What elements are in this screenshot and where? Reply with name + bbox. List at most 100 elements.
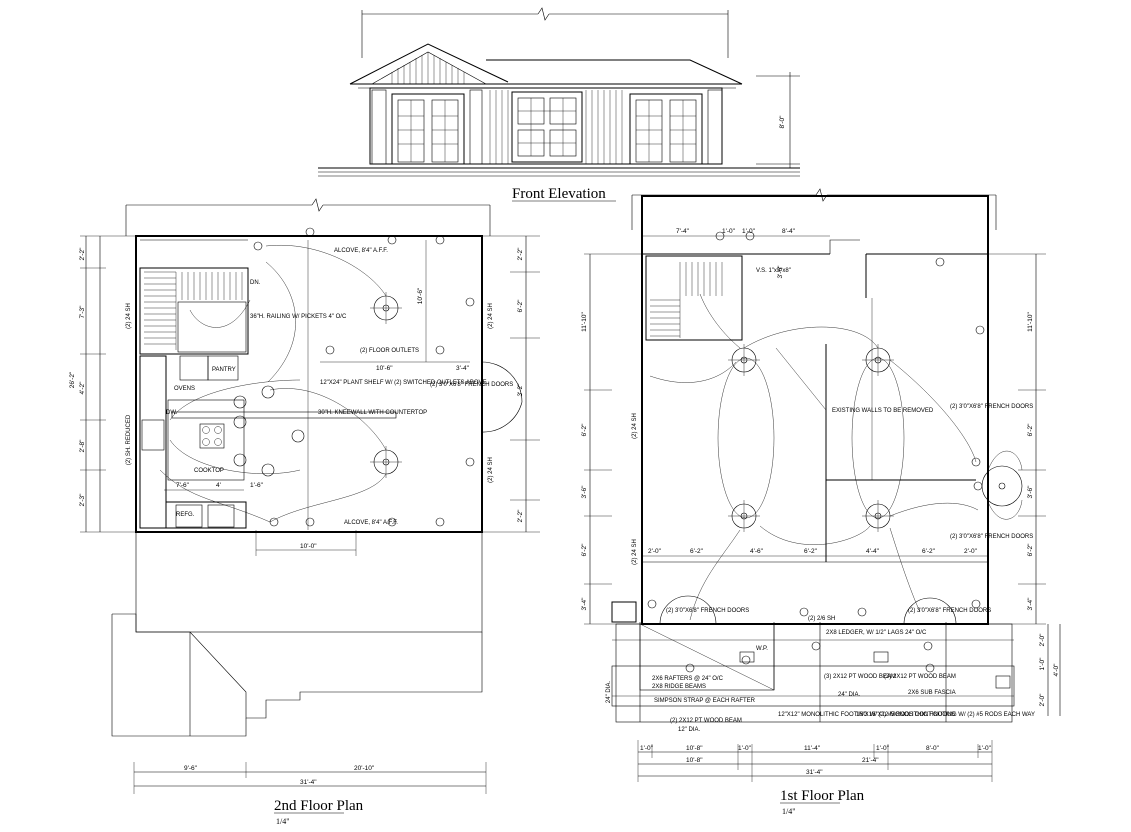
first-floor-stair-treads	[650, 262, 723, 338]
dim-kitchen-b: 4'	[216, 482, 221, 489]
note-french-porch-left: (2) 3'0"X6'8" FRENCH DOORS	[666, 608, 749, 614]
dim-top-a: 7'-4"	[676, 228, 690, 235]
dim-stair-a: 3'-6"	[777, 265, 784, 279]
dim-top-left: 10'-6"	[376, 365, 393, 372]
elevation-french-doors-left	[391, 93, 465, 165]
note-simpson: SIMPSON STRAP @ EACH RAFTER	[654, 698, 756, 704]
dim-top-right: 3'-4"	[456, 365, 470, 372]
dim-right-a: 11'-10"	[1027, 311, 1034, 331]
dim-top-c: 1'-0"	[742, 228, 756, 235]
dim-bottom-a: 9'-6"	[184, 765, 198, 772]
dim-mid-c: 4'-6"	[750, 548, 764, 555]
dim-kitchen-c: 1'-6"	[250, 482, 264, 489]
note-dn: DN.	[250, 280, 261, 286]
note-sh-lower-left: (2) 24 SH	[632, 539, 638, 565]
dim-porch-d: 2'-0"	[1039, 693, 1046, 707]
dim-left-c: 4'-2"	[79, 381, 86, 395]
first-floor-scale: 1/4"	[782, 807, 796, 816]
dim-left-b: 7'-3"	[79, 305, 86, 319]
note-ledger: 2X8 LEDGER, W/ 1/2" LAGS 24" O/C	[826, 630, 927, 636]
first-floor-lighting	[649, 293, 1023, 621]
dim-porch-c: 4'-0"	[1053, 663, 1060, 677]
note-dia-a: 24" DIA.	[606, 681, 612, 703]
dim-mid-b: 6'-2"	[690, 548, 704, 555]
note-refg: REFG.	[176, 512, 195, 518]
dim-bottom-e: 11'-4"	[804, 745, 821, 752]
note-french-porch-right: (2) 3'0"X6'8" FRENCH DOORS	[908, 608, 991, 614]
note-french-doors: (2) 3'0"X6'8" FRENCH DOORS	[430, 382, 513, 388]
dim-mid-g: 2'-0"	[964, 548, 978, 555]
first-floor-outlets	[647, 231, 985, 673]
note-dia-b: 12" DIA.	[678, 727, 700, 733]
note-porch-sh: (2) 2/6 SH	[808, 616, 835, 622]
note-alcove-bottom: ALCOVE, 8'4" A.F.F.	[344, 520, 398, 526]
note-existing-walls: EXISTING WALLS TO BE REMOVED	[832, 408, 934, 414]
dim-bottom-h: 8'-0"	[926, 745, 940, 752]
second-floor-scale: 1/4"	[276, 817, 290, 826]
dim-left-c: 3'-6"	[581, 485, 588, 499]
dim-bottom-b: 10'-8"	[686, 745, 703, 752]
front-elevation-title: Front Elevation	[512, 186, 606, 202]
dim-top-b: 1'-0"	[722, 228, 736, 235]
dim-bottom-inner: 10'-0"	[300, 543, 317, 550]
dim-left-d: 2'-8"	[79, 439, 86, 453]
note-dia-c: 24" DIA.	[838, 692, 860, 698]
dim-bottom-f: 21'-4"	[862, 757, 879, 764]
note-pt-beam-a: (3) 2X12 PT WOOD BEAM	[824, 674, 896, 680]
second-floor-lighting	[159, 240, 402, 530]
dim-right-a: 2'-2"	[517, 247, 524, 261]
note-rafters: 2X6 RAFTERS @ 24" O/C	[652, 676, 724, 682]
dim-left-e: 2'-3"	[79, 493, 86, 507]
note-ovens: OVENS	[174, 386, 195, 392]
wall-siding	[489, 90, 623, 164]
note-cooktop: COOKTOP	[194, 468, 224, 474]
note-wp: W.P.	[756, 646, 768, 652]
note-plant-shelf: 12"X24" PLANT SHELF W/ (2) SWITCHED OUTL…	[320, 380, 487, 386]
note-pantry: PANTRY	[212, 367, 236, 373]
dim-mid-e: 4'-4"	[866, 548, 880, 555]
note-sh-top: (2) 24 SH	[488, 303, 494, 329]
dim-left-d: 6'-2"	[581, 543, 588, 557]
note-vs: V.S. 1"x3"x8"	[756, 268, 791, 274]
dim-porch-b: 1'-0"	[1039, 657, 1046, 671]
second-floor-title: 2nd Floor Plan	[274, 798, 364, 814]
dim-left-e: 3'-4"	[581, 597, 588, 611]
dim-mid-a: 2'-0"	[648, 548, 662, 555]
note-footing-b: 16"X16"X12 MONOLITHIC FOOTING W/ (2) #5 …	[856, 712, 1035, 718]
note-dw: DW.	[166, 410, 178, 416]
first-floor-plan: V.S. 1"x3"x8" EXISTING WALLS TO BE REMOV…	[581, 188, 1061, 816]
dim-bottom-d: 1'-0"	[738, 745, 752, 752]
note-sh-left: (2) 24 SH	[632, 413, 638, 439]
note-pt-beam-b: (3) 2X12 PT WOOD BEAM	[884, 674, 956, 680]
note-sub-fascia: 2X6 SUB FASCIA	[908, 690, 956, 696]
dim-left-a: 11'-10"	[581, 311, 588, 331]
note-sh-bottom: (2) 24 SH	[488, 457, 494, 483]
dim-mid-f: 6'-2"	[922, 548, 936, 555]
dim-bottom-total: 31'-4"	[300, 779, 317, 786]
dim-left-a: 2'-2"	[79, 247, 86, 261]
note-railing: 36"H. RAILING W/ PICKETS 4" O/C	[250, 314, 347, 320]
dim-right-b: 6'-2"	[1027, 423, 1034, 437]
dim-porch-a: 2'-0"	[1039, 633, 1046, 647]
note-ridge: 2X8 RIDGE BEAMS	[652, 684, 706, 690]
note-french-right-bottom: (2) 3'0"X6'8" FRENCH DOORS	[950, 534, 1033, 540]
second-floor-plan: ALCOVE, 8'4" A.F.F. 36"H. RAILING W/ PIC…	[69, 198, 540, 826]
dim-bottom-g: 1'-0"	[876, 745, 890, 752]
dim-left-b: 6'-2"	[581, 423, 588, 437]
dim-right-d: 6'-2"	[1027, 543, 1034, 557]
elevation-french-doors-right	[629, 93, 703, 165]
note-floor-outlets: (2) FLOOR OUTLETS	[360, 348, 419, 354]
dim-right-b: 6'-2"	[517, 299, 524, 313]
dim-right-c: 3'-2"	[517, 383, 524, 397]
note-alcove-top: ALCOVE, 8'4" A.F.F.	[334, 248, 388, 254]
note-sh-left: (2) 24 SH	[126, 303, 132, 329]
dim-bottom-b: 20'-10"	[354, 765, 375, 772]
elevation-window-center	[511, 91, 583, 163]
stair-treads	[144, 271, 243, 350]
dim-bottom-i: 1'-0"	[978, 745, 992, 752]
elevation-height-dim: 8'-0"	[779, 115, 786, 129]
front-elevation: 8'-0" Front Elevation	[318, 7, 800, 202]
dim-bottom-a: 1'-0"	[640, 745, 654, 752]
dim-right-c: 3'-6"	[1027, 485, 1034, 499]
